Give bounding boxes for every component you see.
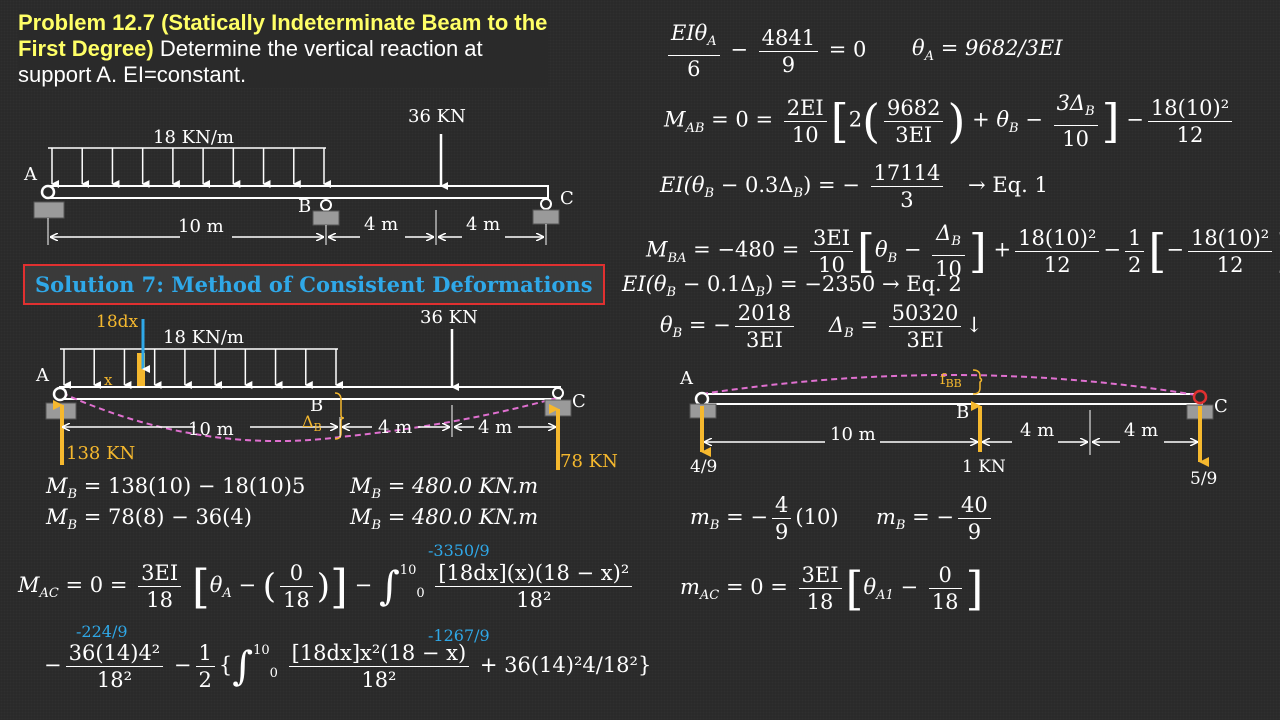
- beam3-dim3: 4 m: [1124, 420, 1158, 441]
- beam1-dim1: 10 m: [178, 216, 224, 237]
- beam1-support-a: [33, 201, 65, 219]
- beam3-label-c: C: [1214, 396, 1228, 417]
- beam3-diagram: A B C fBB 10 m 4 m 4 m 4/9 1 KN 5/9: [679, 368, 1228, 489]
- beam3-member: [701, 393, 1203, 405]
- beam3-dim2: 4 m: [1020, 420, 1054, 441]
- beam1-dim2: 4 m: [364, 214, 398, 235]
- title-text: Problem 12.7 (Statically Indeterminate B…: [18, 10, 548, 88]
- beam1-dim3: 4 m: [466, 214, 500, 235]
- beam3-react-c: 5/9: [1190, 469, 1217, 489]
- beam1-support-b: [312, 210, 340, 226]
- beam1-diagram: 18 KN/m 36 KN A B C 10 m 4 m 4 m: [23, 106, 574, 245]
- beam2-label-b: B: [310, 395, 323, 416]
- beam3-f-brace: [972, 369, 983, 395]
- eq-mb1: MB = 138(10) − 18(10)5: [46, 474, 306, 503]
- eq-mb4: MB = 480.0 KN.m: [350, 505, 539, 534]
- beam3-label-a: A: [679, 368, 694, 389]
- beam2-label-a: A: [35, 365, 50, 386]
- beam2-x-label: x: [104, 371, 113, 389]
- beam2-dim3: 4 m: [478, 417, 512, 438]
- beam2-label-c: C: [572, 391, 586, 412]
- beam2-udl-arrows: [63, 349, 343, 389]
- beam3-load-b: 1 KN: [962, 457, 1006, 477]
- beam3-react-a: 4/9: [690, 457, 717, 477]
- annotation-3350: -3350/9: [428, 541, 490, 560]
- title-bold-text: Problem 12.7 (Statically Indeterminate B…: [18, 10, 548, 61]
- beam2-strip: [137, 353, 145, 386]
- beam2-udl-label: 18 KN/m: [163, 327, 244, 348]
- beam1-pin-a: [40, 184, 56, 200]
- solution-title-box: Solution 7: Method of Consistent Deforma…: [23, 264, 605, 305]
- eq-r1-result: θA = 9682/3EI: [912, 36, 1063, 65]
- beam3-f-label: fBB: [940, 370, 962, 390]
- title-rest-text: Determine the vertical reaction at suppo…: [18, 36, 483, 87]
- beam1-support-c: [532, 209, 560, 225]
- beam1-point-label: 36 KN: [408, 106, 466, 127]
- beam3-label-b: B: [956, 402, 969, 423]
- eq-r5: EI(θB − 0.1ΔB) = −2350 → Eq. 2: [622, 272, 962, 301]
- beam1-udl-label: 18 KN/m: [153, 127, 234, 148]
- beam2-point-label: 36 KN: [420, 307, 478, 328]
- beam1-udl-arrows: [51, 148, 331, 188]
- beam2-react-a: 138 KN: [66, 443, 135, 464]
- eq-mb3: MB = 480.0 KN.m: [350, 474, 539, 503]
- beam2-dim1: 10 m: [188, 419, 234, 440]
- eq-mb2: MB = 78(8) − 36(4): [46, 505, 252, 534]
- beam3-deflected-shape: [701, 373, 1203, 397]
- beam2-strip-label: 18dx: [96, 312, 139, 332]
- beam3-dim1: 10 m: [830, 424, 876, 445]
- annotation-224: -224/9: [76, 622, 128, 641]
- beam1-label-b: B: [298, 196, 311, 217]
- beam2-diagram: 18dx x 18 KN/m 36 KN A B C ΔB 10 m 4 m 4…: [35, 307, 618, 472]
- beam2-delta-brace: [334, 392, 345, 440]
- beam1-roller-c: [540, 198, 552, 210]
- beam1-roller-b: [320, 199, 332, 211]
- beam2-dim2: 4 m: [378, 417, 412, 438]
- annotation-1267: -1267/9: [428, 626, 490, 645]
- beam2-react-c: 78 KN: [560, 451, 618, 472]
- beam2-delta-label: ΔB: [302, 412, 322, 434]
- beam1-label-c: C: [560, 188, 574, 209]
- beam1-label-a: A: [23, 164, 38, 185]
